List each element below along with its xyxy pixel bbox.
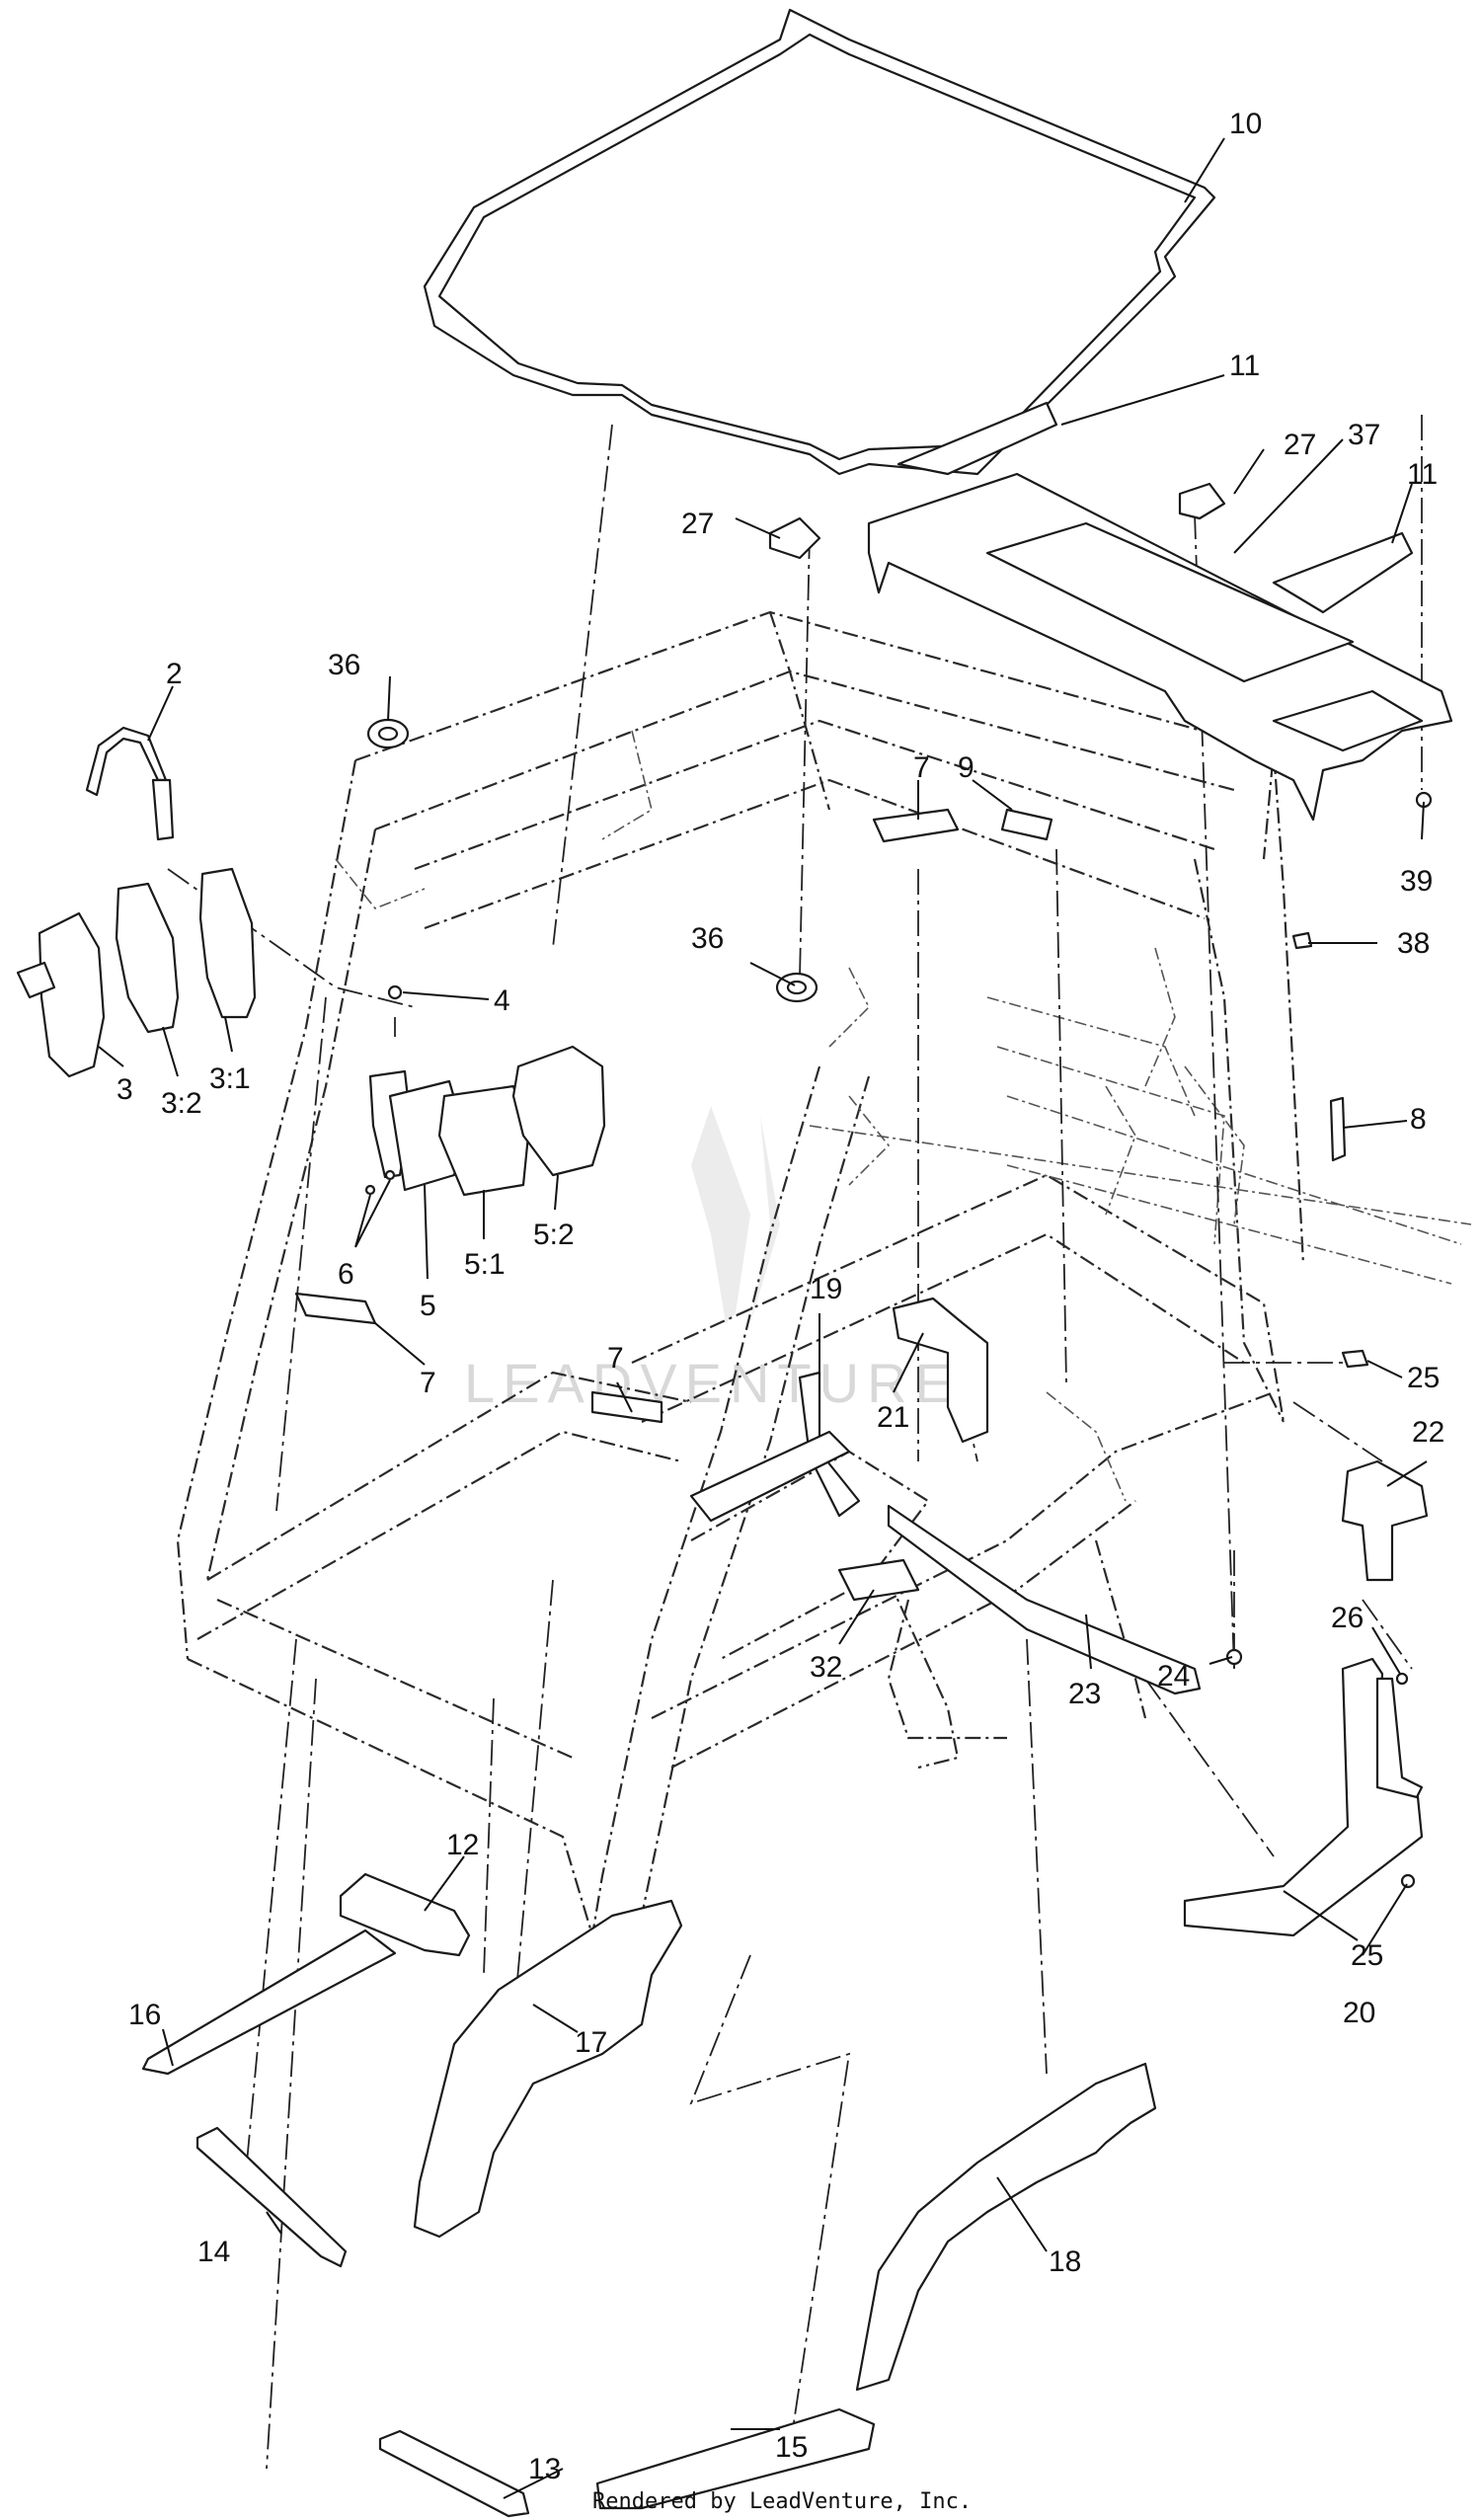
seat-bracket (1183, 1657, 1424, 1937)
panel-seventeen (413, 1899, 683, 2239)
gasket-left (768, 516, 821, 560)
label-37: 37 (1348, 419, 1380, 451)
mirror-arm-clamp (151, 778, 175, 841)
pad-left (294, 1292, 377, 1325)
label-7a: 7 (913, 751, 930, 784)
label-3-2: 3:2 (161, 1087, 202, 1120)
label-5: 5 (420, 1290, 436, 1322)
label-10: 10 (1229, 108, 1262, 140)
label-12: 12 (446, 1829, 479, 1861)
label-11a: 11 (1229, 350, 1260, 382)
label-32: 32 (810, 1651, 842, 1684)
seal-strip-left (896, 401, 1058, 476)
label-19: 19 (810, 1273, 842, 1305)
mirror-body (38, 911, 106, 1078)
label-15: 15 (775, 2431, 808, 2464)
screw-twenty-five-a (1341, 1349, 1369, 1369)
label-21: 21 (877, 1401, 909, 1434)
grommet-upper-hole (377, 726, 399, 742)
bar-twenty-three (887, 1504, 1202, 1695)
label-22: 22 (1412, 1416, 1444, 1449)
screw-twenty-five-b (1400, 1873, 1416, 1889)
label-3: 3 (117, 1073, 133, 1106)
pad-center (590, 1390, 663, 1424)
label-39: 39 (1400, 865, 1433, 898)
bracket-twenty-one (892, 1297, 989, 1444)
center-tray-side (689, 1430, 851, 1523)
gasket-right (1178, 482, 1226, 520)
label-26: 26 (1331, 1602, 1364, 1634)
footer-credit: Rendered by LeadVenture, Inc. (592, 2489, 972, 2514)
label-27a: 27 (681, 508, 714, 540)
seal-strip-right (1272, 531, 1414, 614)
roof-bracket-panel (985, 521, 1355, 683)
label-36a: 36 (328, 649, 360, 681)
mirror-knob (16, 961, 56, 999)
pad-eight (1329, 1096, 1347, 1162)
label-25b: 25 (1351, 1939, 1383, 1972)
panel-eighteen (855, 2062, 1157, 2392)
pad-nine (1000, 808, 1053, 841)
label-7b: 7 (420, 1367, 436, 1399)
watermark: LEADVENTURE (464, 1106, 960, 1414)
screw-six-a (364, 1184, 376, 1196)
trim-sixteen (141, 1929, 397, 2076)
roof-bracket-tab (1272, 689, 1424, 752)
bracket-twenty-two (1341, 1459, 1429, 1582)
trim-fifteen (595, 2407, 876, 2510)
label-13: 13 (528, 2453, 561, 2485)
label-5-2: 5:2 (533, 1219, 575, 1251)
label-11b: 11 (1407, 458, 1438, 491)
label-4: 4 (494, 984, 510, 1017)
label-6: 6 (338, 1258, 354, 1291)
label-18: 18 (1049, 2245, 1081, 2278)
leader-lines (98, 137, 1428, 2499)
seat-bracket-flange (1375, 1677, 1424, 1799)
label-2: 2 (166, 658, 183, 690)
label-23: 23 (1068, 1678, 1101, 1710)
screw-four (387, 984, 403, 1000)
watermark-text: LEADVENTURE (464, 1352, 960, 1414)
label-16: 16 (128, 1999, 161, 2031)
headliner-panel-inner (437, 33, 1197, 461)
label-9: 9 (958, 751, 974, 784)
trim-twelve (339, 1872, 471, 1957)
mirror-frame (115, 882, 180, 1034)
label-27b: 27 (1284, 429, 1316, 461)
nut-twenty-four (1225, 1648, 1243, 1666)
trim-thirteen (378, 2429, 530, 2518)
label-3-1: 3:1 (209, 1063, 251, 1095)
label-17: 17 (575, 2026, 607, 2059)
label-7c: 7 (607, 1342, 624, 1375)
label-24: 24 (1157, 1660, 1190, 1693)
label-5-1: 5:1 (464, 1248, 506, 1281)
label-14: 14 (197, 2236, 230, 2268)
screw-six-b (384, 1169, 396, 1181)
trim-fourteen (195, 2126, 348, 2268)
pad-upper (872, 808, 960, 843)
mirror-glass (198, 867, 257, 1019)
label-25a: 25 (1407, 1362, 1440, 1394)
callout-labels: 10 11 27 37 11 27 2 36 7 9 39 38 36 4 3 … (117, 108, 1444, 2485)
inside-mirror-glass (437, 1084, 530, 1197)
roof-bracket (867, 472, 1453, 822)
pad-thirty-two (837, 1558, 920, 1602)
label-8: 8 (1410, 1103, 1427, 1136)
screw-twenty-six (1395, 1672, 1409, 1686)
label-38: 38 (1397, 927, 1430, 960)
label-20: 20 (1343, 1997, 1375, 2029)
inside-mirror-bezel (511, 1045, 606, 1177)
screw-thirty-eight (1291, 931, 1313, 950)
label-36b: 36 (691, 922, 724, 955)
